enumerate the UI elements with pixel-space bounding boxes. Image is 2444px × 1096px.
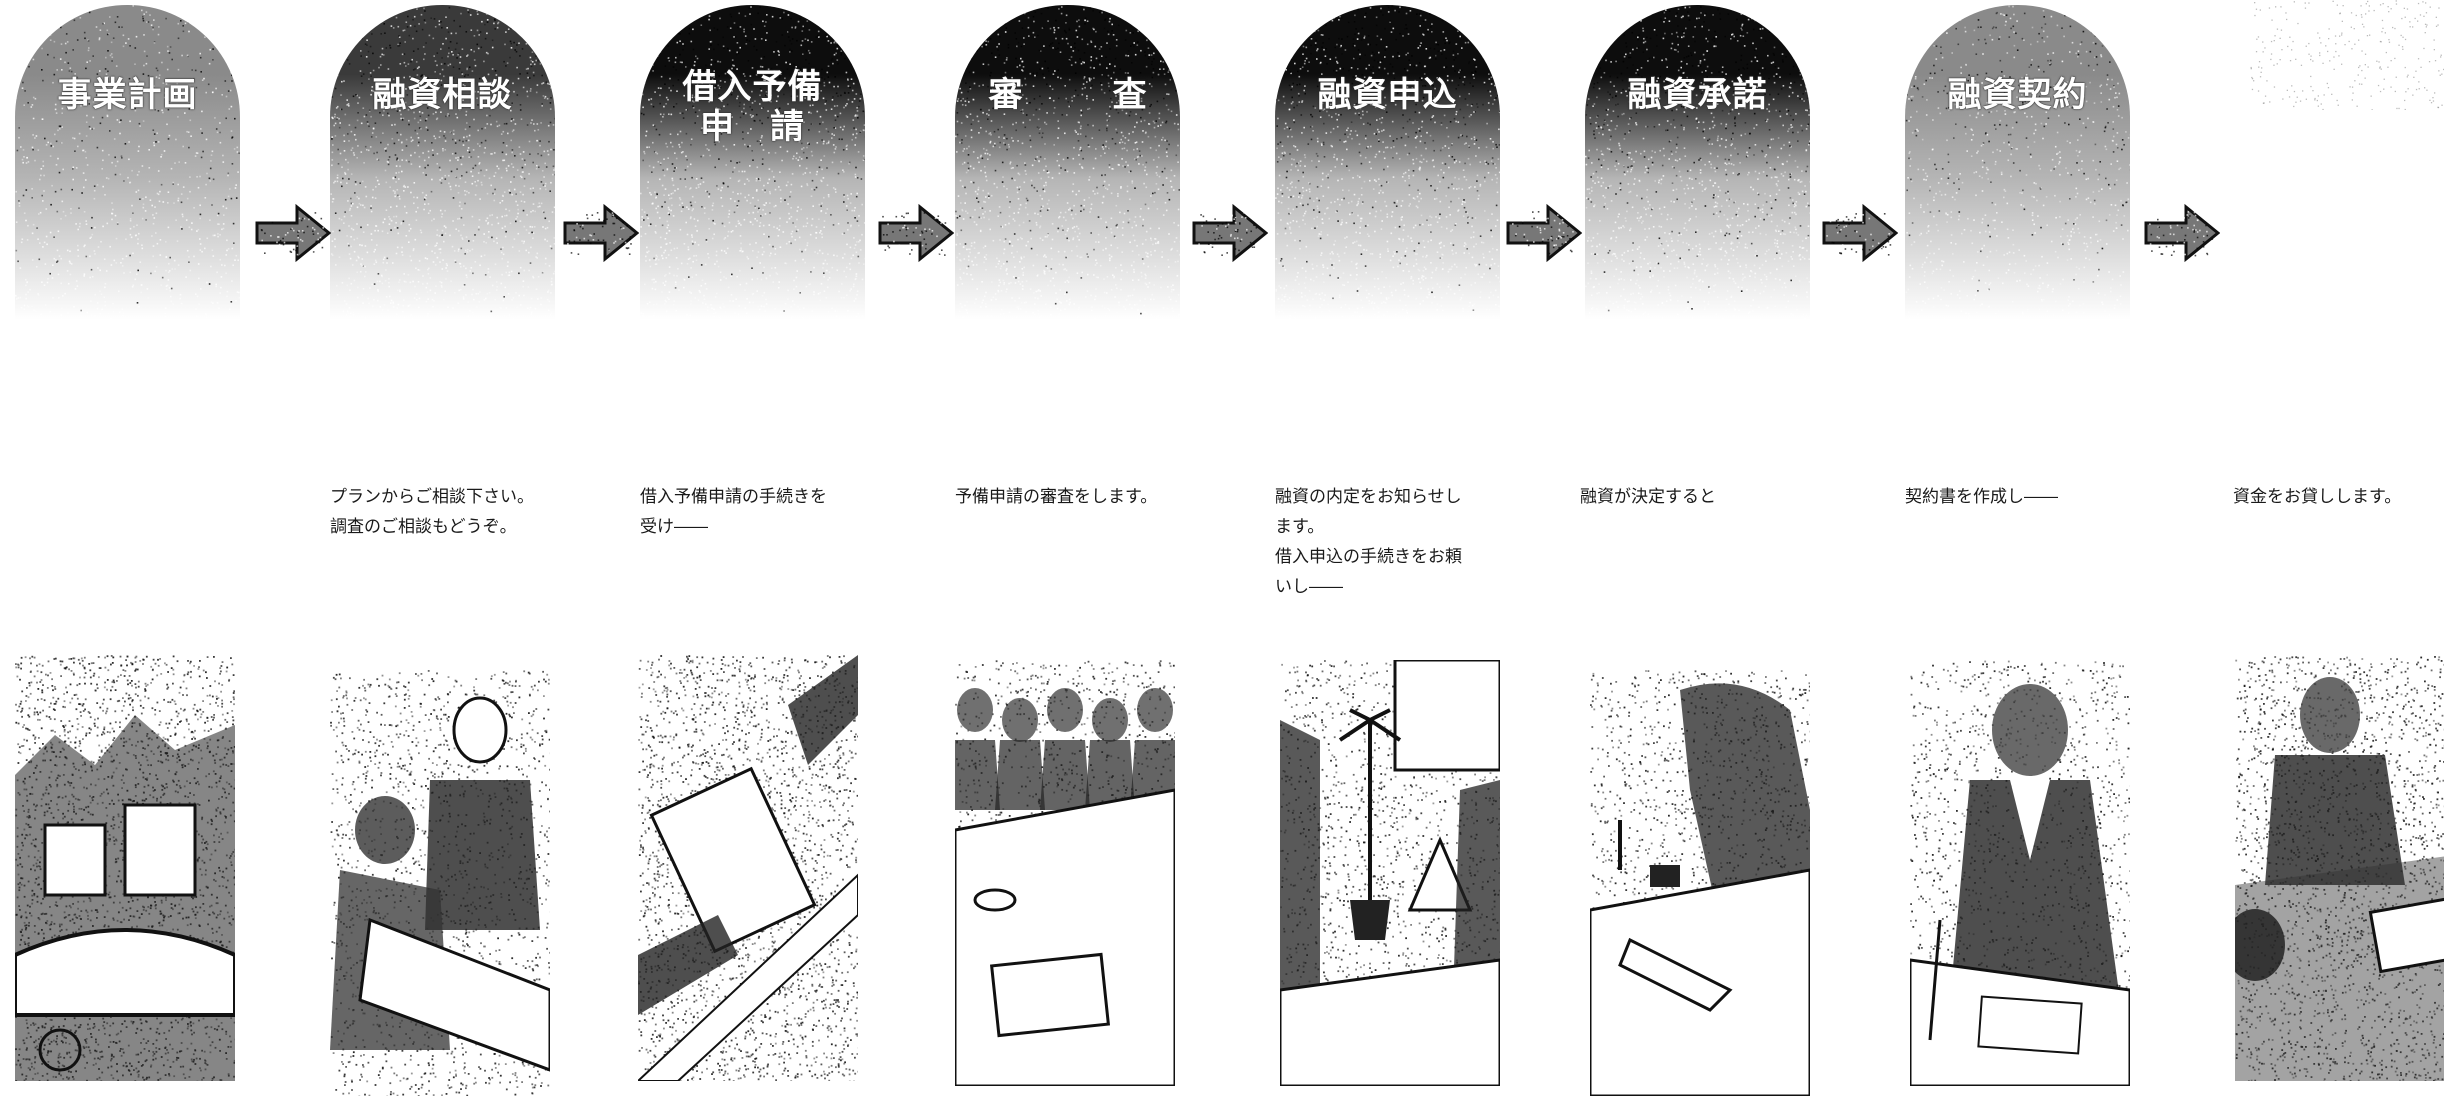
- step-description: プランからご相談下さい。 調査のご相談もどうぞ。: [330, 482, 570, 542]
- flow-arrow-icon: [2144, 203, 2220, 263]
- step-arch: 事業計画: [15, 5, 240, 320]
- step-description: 予備申請の審査をします。: [955, 482, 1195, 512]
- flow-arrow-icon: [1822, 203, 1898, 263]
- step-title: 審 査: [955, 75, 1180, 115]
- document-handover-illustration: [638, 655, 858, 1081]
- step-arch: 融資申込: [1275, 5, 1500, 320]
- flow-arrow-icon: [878, 203, 954, 263]
- step-arch: 融資承諾: [1585, 5, 1810, 320]
- step-arch: 融資契約: [1905, 5, 2130, 320]
- city-harbor-illustration: [15, 655, 235, 1081]
- application-desk-illustration: [1280, 660, 1500, 1086]
- step-description: 借入予備申請の手続きを 受け――: [640, 482, 880, 542]
- step-title: 融資契約: [1905, 75, 2130, 115]
- flow-arrow-icon: [255, 203, 331, 263]
- step-description: 資金をお貸しします。: [2233, 482, 2444, 512]
- step-arch: 借入予備 申 請: [640, 5, 865, 320]
- step-title: 事業計画: [15, 75, 240, 115]
- flow-arrow-icon: [1506, 203, 1582, 263]
- fund-delivery-illustration: [2235, 655, 2444, 1081]
- step-title: 借入予備 申 請: [640, 67, 865, 147]
- step-description: 融資が決定すると: [1580, 482, 1820, 512]
- step-description: 契約書を作成し――: [1905, 482, 2145, 512]
- approval-stamp-illustration: [1590, 670, 1810, 1096]
- step-title: 融資申込: [1275, 75, 1500, 115]
- flow-arrow-icon: [1192, 203, 1268, 263]
- corner-specks: [2250, 0, 2444, 110]
- step-description: 融資の内定をお知らせし ます。 借入申込の手続きをお頼 いし――: [1275, 482, 1515, 602]
- consultation-illustration: [330, 670, 550, 1096]
- contract-signing-illustration: [1910, 660, 2130, 1086]
- step-arch: 審 査: [955, 5, 1180, 320]
- step-arch: 融資相談: [330, 5, 555, 320]
- step-title: 融資承諾: [1585, 75, 1810, 115]
- board-review-illustration: [955, 660, 1175, 1086]
- step-title: 融資相談: [330, 75, 555, 115]
- flow-arrow-icon: [563, 203, 639, 263]
